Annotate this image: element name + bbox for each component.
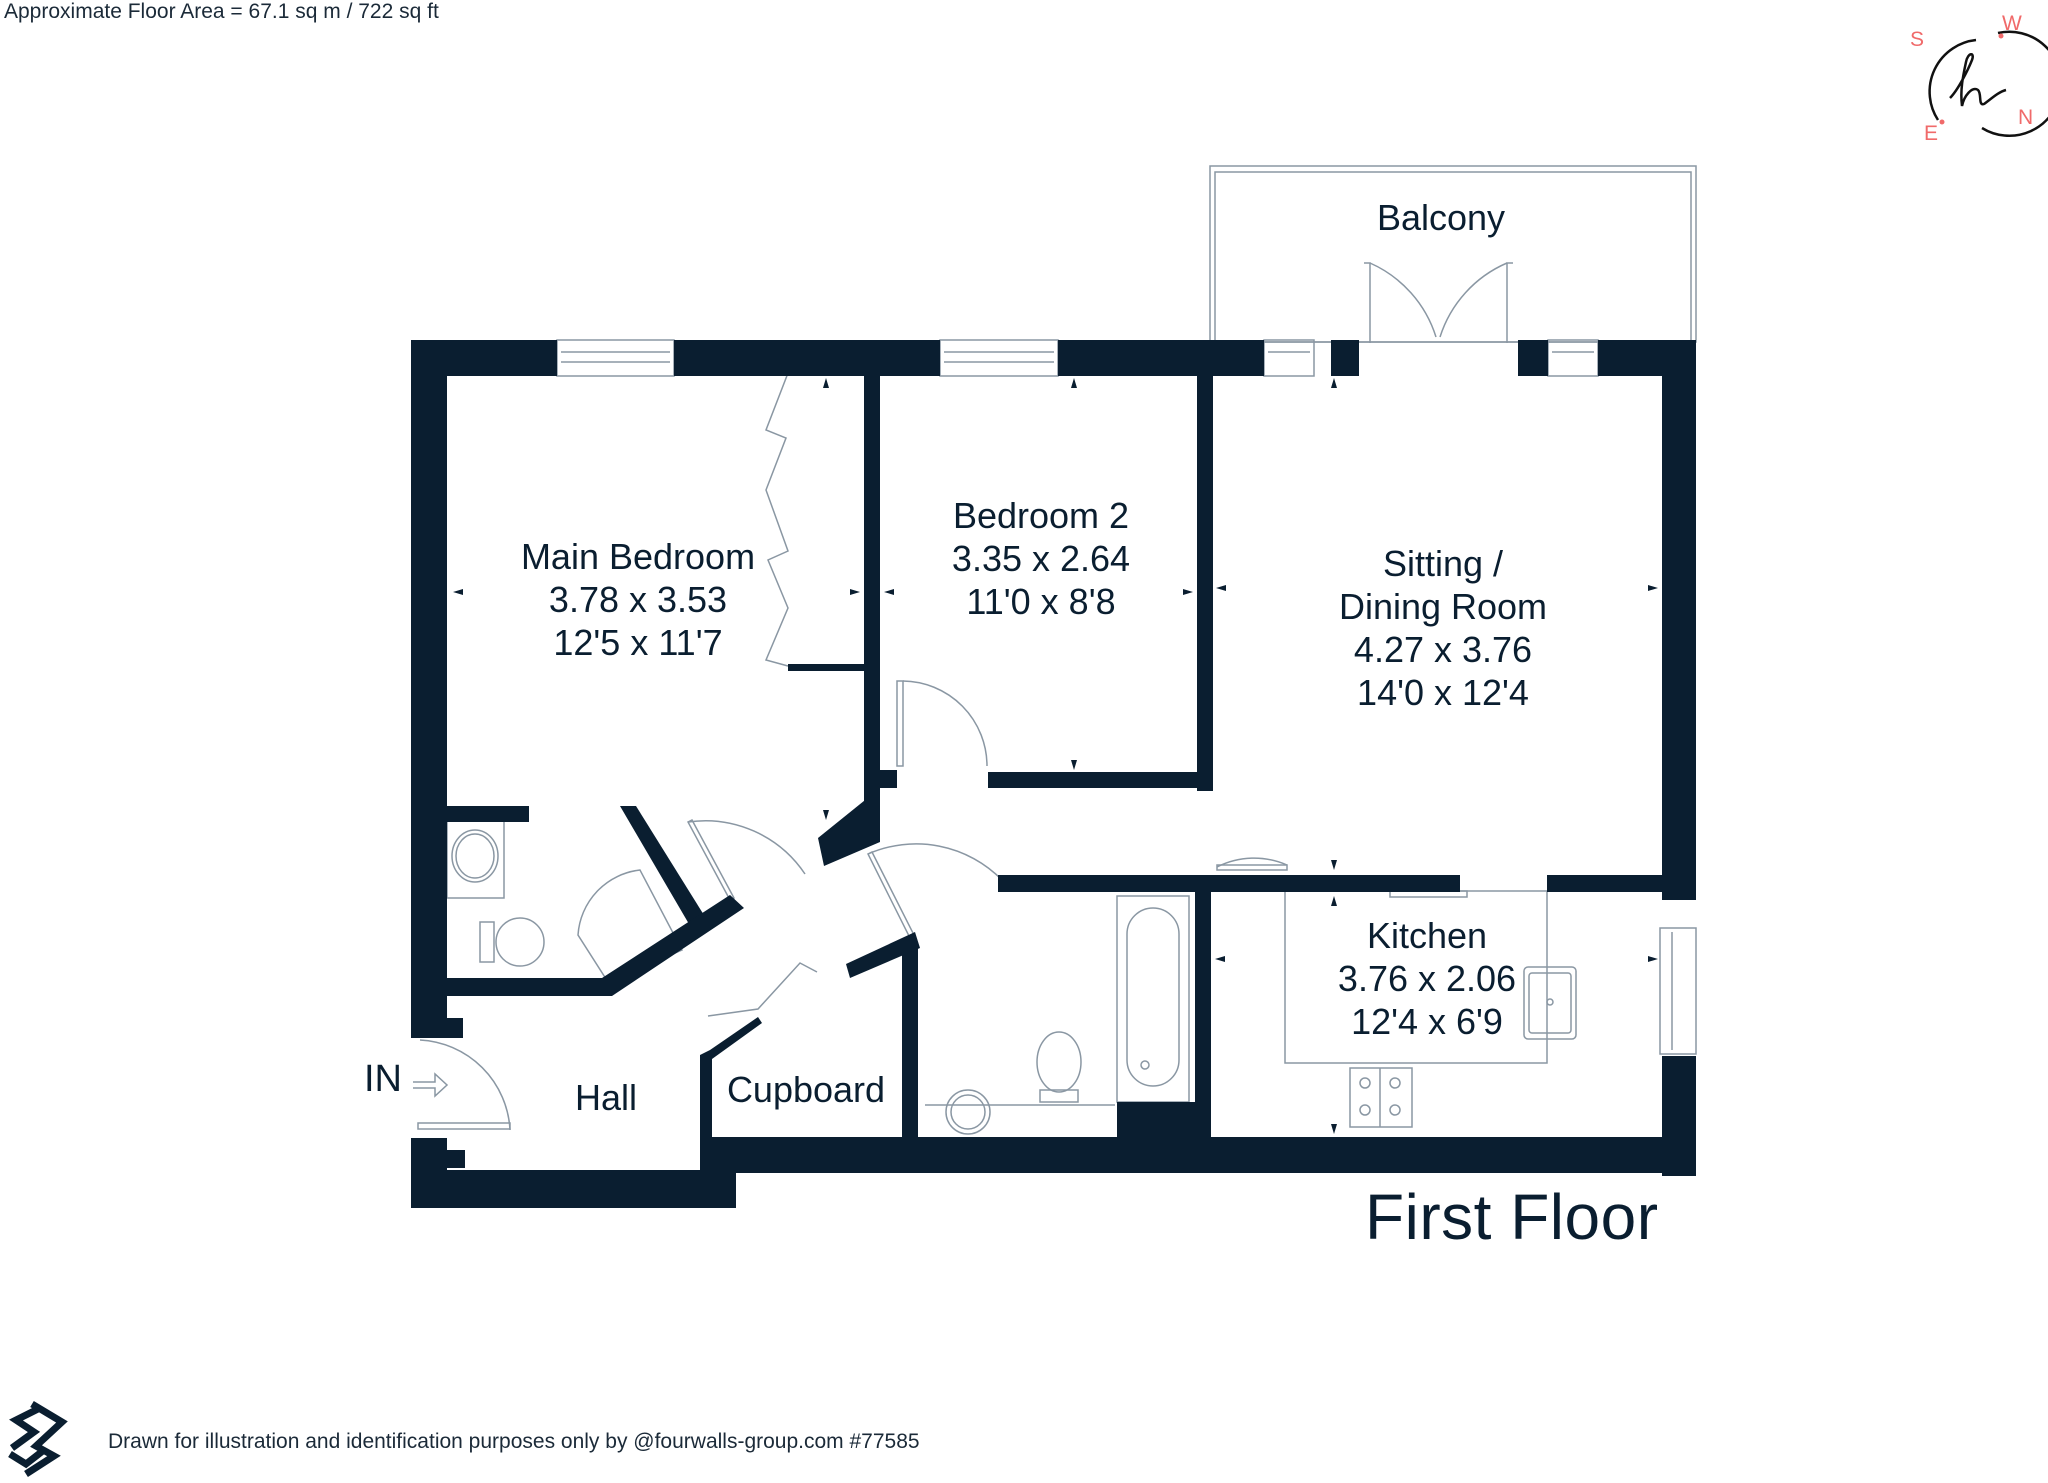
room-name: Bedroom 2 [952,495,1130,536]
room-name: Balcony [1376,197,1506,238]
room-name: Main Bedroom [520,536,756,577]
room-sitting-dining: Sitting / Dining Room 4.27 x 3.76 14'0 x… [1339,542,1547,714]
room-imperial: 12'4 x 6'9 [1351,1001,1503,1042]
room-imperial: 11'0 x 8'8 [966,581,1116,622]
room-hall: Hall [575,1076,637,1119]
room-main-bedroom: Main Bedroom 3.78 x 3.53 12'5 x 11'7 [521,535,755,664]
compass-e-label: E [1924,122,1939,145]
floor-title: First Floor [1365,1181,1659,1253]
compass-s-label: S [1910,28,1925,51]
room-metric: 3.76 x 2.06 [1337,958,1517,999]
room-imperial: 14'0 x 12'4 [1357,672,1529,713]
room-metric: 3.35 x 2.64 [951,538,1131,579]
room-name: Cupboard [726,1069,886,1110]
footer-disclaimer: Drawn for illustration and identificatio… [108,1430,920,1453]
compass-logo: S W N E [1880,10,2048,150]
room-name-line2: Dining Room [1338,586,1548,627]
room-balcony: Balcony [1377,196,1505,239]
entrance-label: IN [364,1058,402,1100]
room-cupboard: Cupboard [727,1068,885,1111]
compass-circle-icon [1928,30,2048,137]
compass-n-label: N [2018,106,2034,129]
room-kitchen: Kitchen 3.76 x 2.06 12'4 x 6'9 [1338,914,1516,1043]
room-metric: 3.78 x 3.53 [548,579,728,620]
room-name: Hall [574,1077,638,1118]
room-metric: 4.27 x 3.76 [1353,629,1533,670]
balcony-outline [1209,165,1697,343]
fourwalls-logo-icon [4,1398,68,1478]
room-bedroom-2: Bedroom 2 3.35 x 2.64 11'0 x 8'8 [952,494,1130,623]
floor-area-text: Approximate Floor Area = 67.1 sq m / 722… [4,0,439,23]
room-name: Kitchen [1366,915,1488,956]
room-name-line1: Sitting / [1382,543,1504,584]
room-imperial: 12'5 x 11'7 [553,622,723,663]
compass-w-label: W [2002,12,2022,35]
